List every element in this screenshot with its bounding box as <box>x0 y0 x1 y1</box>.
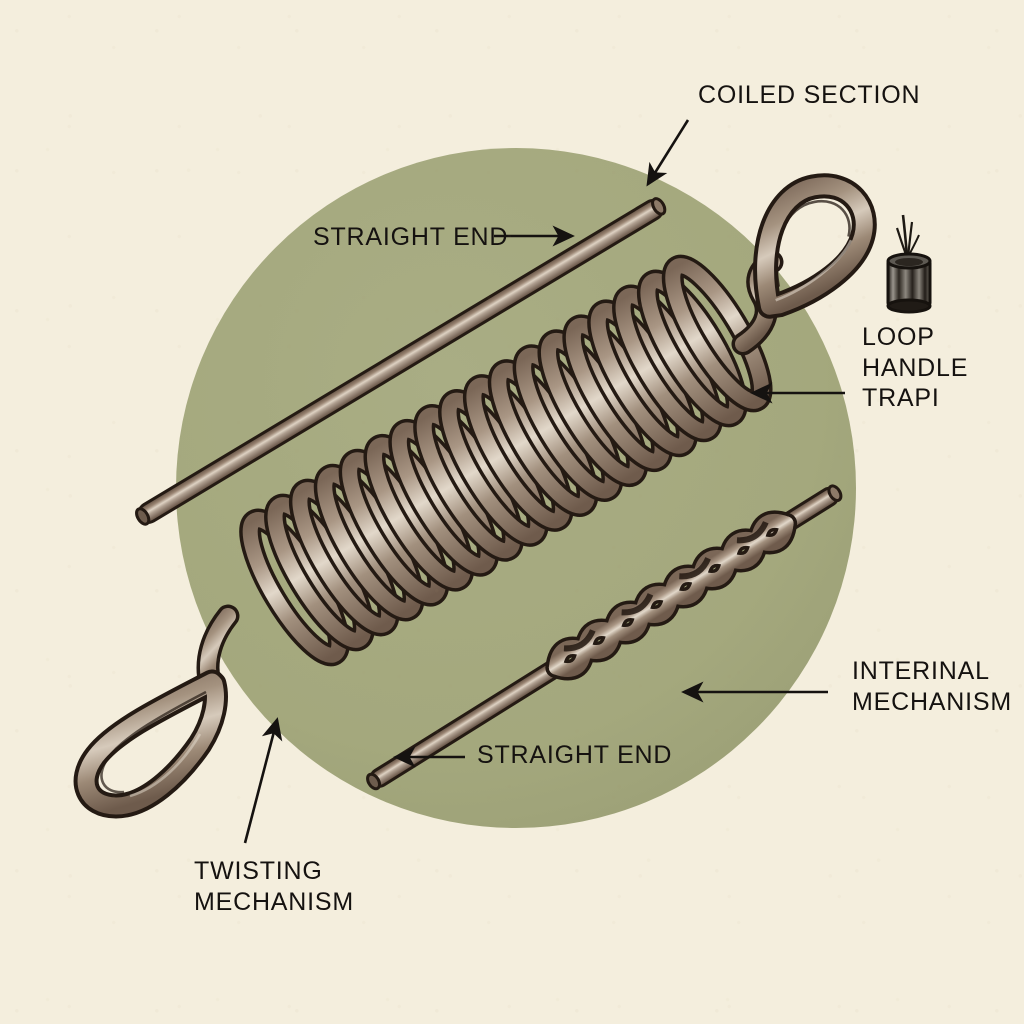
callout-label-twisting-mechanism: TWISTING MECHANISM <box>194 857 354 916</box>
loop-handle-lower <box>73 669 228 819</box>
ferrule-brush-icon <box>886 214 932 314</box>
twist-strands <box>545 510 798 681</box>
callout-label-loop-handle-trapi: LOOP HANDLE TRAPI <box>862 323 969 412</box>
callout-label-straight-end-top: STRAIGHT END <box>313 223 509 251</box>
upper-straight-rod <box>135 197 667 526</box>
loop-handle-upper <box>753 173 877 319</box>
arrow-coiled-section <box>646 119 690 187</box>
callout-label-coiled-section: COILED SECTION <box>698 81 921 109</box>
callout-label-internal-mechanism: INTERINAL MECHANISM <box>852 657 1012 716</box>
callout-label-straight-end-bottom: STRAIGHT END <box>477 741 673 769</box>
lower-twisted-shaft <box>366 484 843 791</box>
arrow-twisting-mechanism <box>243 717 283 844</box>
